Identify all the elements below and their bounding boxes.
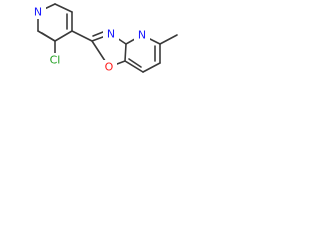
bond [128, 58, 142, 68]
bond [54, 30, 73, 42]
label-background [103, 27, 119, 41]
bond [142, 62, 161, 73]
pyridine-nitrogen-label: N [34, 6, 42, 19]
fused-pyridine-nitrogen-label: N [138, 29, 146, 42]
bond [54, 3, 73, 13]
bond [71, 30, 93, 42]
bond [124, 60, 144, 73]
label-background [44, 53, 66, 67]
chemical-structure: N Cl N O N [30, 3, 178, 74]
oxazole-nitrogen-label: N [107, 28, 115, 41]
label-background [101, 60, 117, 74]
oxazole-oxygen-label: O [105, 61, 114, 74]
atom-label-layer: N Cl N O N [30, 5, 150, 74]
bond [124, 43, 127, 62]
label-background [134, 28, 150, 42]
chlorine-label: Cl [50, 54, 61, 67]
bond [41, 32, 56, 42]
bond [159, 34, 178, 45]
label-background [30, 5, 46, 19]
